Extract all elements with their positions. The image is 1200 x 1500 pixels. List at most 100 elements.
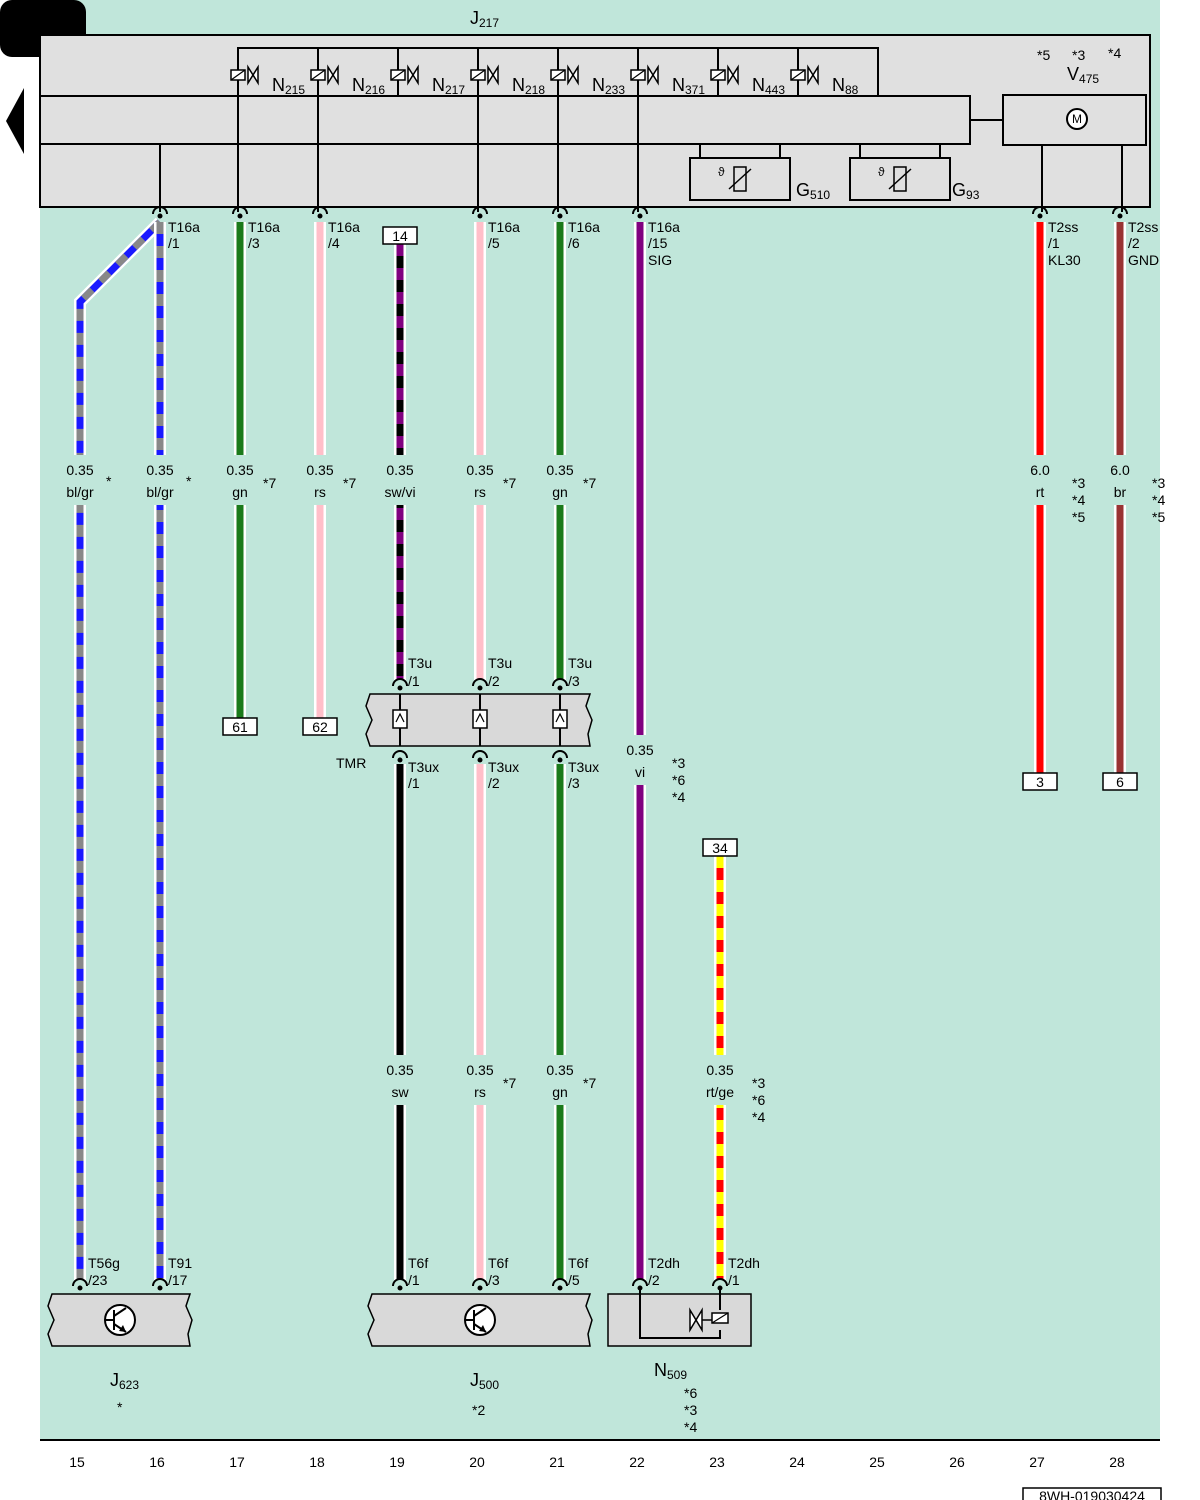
svg-text:14: 14 bbox=[392, 228, 408, 244]
thermistor-icon: ϑ bbox=[718, 165, 752, 192]
svg-text:*5: *5 bbox=[1072, 509, 1085, 525]
g93-leads bbox=[859, 144, 941, 158]
diagram-code: 8WH-019030424 bbox=[1022, 1487, 1162, 1500]
thermistor-icon: ϑ bbox=[878, 165, 912, 192]
svg-text:8WH-019030424: 8WH-019030424 bbox=[1039, 1488, 1145, 1500]
internal-leads bbox=[159, 96, 1123, 212]
svg-text:KL30: KL30 bbox=[1048, 252, 1081, 268]
svg-text:T3ux: T3ux bbox=[408, 759, 439, 775]
pin-t16a-4: T16a/4 bbox=[312, 206, 360, 251]
svg-text:T16a: T16a bbox=[648, 219, 680, 235]
svg-text:/3: /3 bbox=[488, 1272, 500, 1288]
svg-text:*: * bbox=[106, 473, 112, 489]
svg-text:*3: *3 bbox=[1072, 475, 1085, 491]
svg-text:0.35: 0.35 bbox=[386, 462, 413, 478]
svg-text:*7: *7 bbox=[583, 475, 596, 491]
valve-n217: N217 bbox=[390, 48, 465, 97]
column-number: 22 bbox=[629, 1454, 645, 1470]
reference-boxes: 14 61 62 34 3 6 bbox=[222, 226, 1138, 857]
j500-note: *2 bbox=[472, 1402, 485, 1418]
svg-text:ϑ: ϑ bbox=[878, 165, 885, 179]
pin-t3u-3: T3u/3 bbox=[552, 655, 592, 691]
tmr-contact-icon bbox=[392, 694, 408, 746]
svg-text:N216: N216 bbox=[352, 75, 385, 97]
svg-text:/2: /2 bbox=[488, 673, 500, 689]
svg-text:6: 6 bbox=[1116, 774, 1124, 790]
column-number: 23 bbox=[709, 1454, 725, 1470]
j623-note: * bbox=[117, 1399, 123, 1415]
svg-text:T16a: T16a bbox=[328, 219, 360, 235]
svg-text:T6f: T6f bbox=[488, 1255, 508, 1271]
previous-page-arrow-icon[interactable] bbox=[6, 88, 24, 154]
g510-label: G510 bbox=[796, 180, 830, 202]
ref-3: 3 bbox=[1022, 772, 1058, 791]
svg-text:*4: *4 bbox=[1152, 492, 1165, 508]
column-number: 26 bbox=[949, 1454, 965, 1470]
j500-label: J500 bbox=[470, 1370, 499, 1392]
v475-note: *5 bbox=[1037, 47, 1050, 63]
solenoid-valve-icon bbox=[689, 1307, 729, 1333]
svg-text:N233: N233 bbox=[592, 75, 625, 97]
column-number: 16 bbox=[149, 1454, 165, 1470]
svg-text:br: br bbox=[1114, 484, 1127, 500]
column-number: 27 bbox=[1029, 1454, 1045, 1470]
svg-text:*3: *3 bbox=[672, 755, 685, 771]
svg-text:/1: /1 bbox=[1048, 235, 1060, 251]
tmr-connector: TMR bbox=[336, 693, 593, 771]
valve-n215: N215 bbox=[230, 48, 305, 97]
svg-text:T2dh: T2dh bbox=[728, 1255, 760, 1271]
svg-text:T16a: T16a bbox=[488, 219, 520, 235]
svg-text:0.35: 0.35 bbox=[626, 742, 653, 758]
svg-text:/1: /1 bbox=[408, 1272, 420, 1288]
svg-text:/15: /15 bbox=[648, 235, 668, 251]
svg-text:0.35: 0.35 bbox=[386, 1062, 413, 1078]
svg-text:0.35: 0.35 bbox=[466, 1062, 493, 1078]
svg-text:/5: /5 bbox=[488, 235, 500, 251]
n509-note: *6 bbox=[684, 1385, 697, 1401]
transistor-icon bbox=[104, 1304, 136, 1336]
g510-leads bbox=[699, 144, 781, 158]
svg-text:0.35: 0.35 bbox=[66, 462, 93, 478]
column-number: 28 bbox=[1109, 1454, 1125, 1470]
wire-label-28: 6.0br*3*4*5 bbox=[1110, 462, 1165, 525]
j217-inner-bar bbox=[39, 95, 971, 145]
wire-label-27: 6.0rt*3*4*5 bbox=[1030, 462, 1085, 525]
pin-t91-17: T91/17 bbox=[152, 1255, 192, 1291]
column-number: 18 bbox=[309, 1454, 325, 1470]
pin-t6f-1: T6f/1 bbox=[392, 1255, 428, 1291]
svg-text:*7: *7 bbox=[343, 475, 356, 491]
svg-text:vi: vi bbox=[635, 764, 645, 780]
svg-text:*4: *4 bbox=[752, 1109, 765, 1125]
svg-text:N443: N443 bbox=[752, 75, 785, 97]
ref-61: 61 bbox=[222, 717, 258, 736]
pin-t2dh-2: T2dh/2 bbox=[632, 1255, 680, 1291]
v475-label: V475 bbox=[1067, 64, 1099, 86]
pin-t3ux-3: T3ux/3 bbox=[552, 750, 599, 791]
valve-n218: N218 bbox=[470, 48, 545, 97]
n509-note: *3 bbox=[684, 1402, 697, 1418]
svg-text:/1: /1 bbox=[408, 673, 420, 689]
svg-text:N218: N218 bbox=[512, 75, 545, 97]
valve-n443: N443 bbox=[710, 48, 785, 97]
n509-label: N509 bbox=[654, 1360, 687, 1382]
svg-text:/1: /1 bbox=[168, 235, 180, 251]
svg-text:*3: *3 bbox=[752, 1075, 765, 1091]
svg-text:*7: *7 bbox=[263, 475, 276, 491]
svg-text:T3ux: T3ux bbox=[568, 759, 599, 775]
column-number: 15 bbox=[69, 1454, 85, 1470]
pin-row-bottom: T56g/23 T91/17 T6f/1 T6f/3 T6f/5 T2dh/2 … bbox=[72, 1255, 760, 1291]
svg-text:/3: /3 bbox=[568, 673, 580, 689]
svg-text:T6f: T6f bbox=[568, 1255, 588, 1271]
pin-t3ux-2: T3ux/2 bbox=[472, 750, 519, 791]
svg-text:T2ss: T2ss bbox=[1048, 219, 1078, 235]
